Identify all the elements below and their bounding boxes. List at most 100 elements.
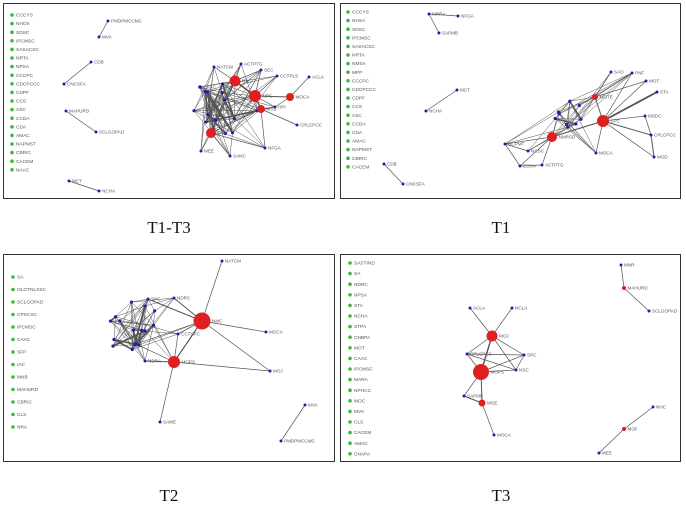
graph-node-label: NCPMT [508,142,525,147]
isolated-node [348,335,352,339]
isolated-node-label: IPCMSC [17,325,36,331]
network-graph-t3: SASTINDSANDRCNPSASTANCHASTPACNBPAMOTCAAC… [348,261,678,457]
graph-edge [147,298,155,312]
isolated-node [346,36,350,40]
graph-node [228,154,232,158]
graph-edge [551,120,604,138]
caption-t3: T3 [491,486,511,505]
isolated-node-label: CBRIC [16,150,31,156]
isolated-node [10,47,14,52]
graph-node-label: MOTE [600,95,613,100]
graph-edge [519,136,553,167]
graph-edge [602,72,633,122]
isolated-node [10,159,14,163]
graph-node [503,142,507,146]
graph-node-label: CCTSPC [181,332,201,337]
graph-node-label: SAO [614,70,624,75]
graph-node-label: NHC [656,405,667,410]
graph-edge [207,95,256,115]
graph-edge [234,110,258,119]
graph-node-label: ACLA [473,306,486,311]
graph-edge [110,320,146,362]
graph-node [140,328,144,332]
graph-node [153,309,157,313]
isolated-node [348,420,352,424]
isolated-node-label: SA [354,271,361,277]
isolated-node-label: CACEM [16,159,33,165]
graph-node [275,74,279,78]
graph-node-label: MOF [628,427,638,432]
isolated-node [348,388,352,392]
graph-node [492,433,496,437]
graph-node [597,451,601,455]
isolated-node [346,18,350,23]
graph-edge [113,339,135,345]
graph-edge [234,69,262,119]
graph-node-label: NMC [212,319,223,324]
graph-edge [201,260,223,322]
graph-edge [134,310,155,345]
graph-node [220,259,224,263]
graph-node [143,329,147,333]
graph-node-label: MEE [204,149,214,154]
graph-node-label: CNCSFA [67,82,87,87]
graph-node [206,128,216,138]
isolated-node [346,61,350,66]
graph-node [229,75,241,87]
isolated-node [11,375,15,379]
graph-edge [428,13,440,34]
graph-node-label: CDB [387,162,397,167]
graph-edge [602,91,658,122]
isolated-node-label: NHOX [16,21,31,27]
isolated-node-label: CACEM [354,430,371,436]
graph-node [94,130,98,134]
graph-edge [200,91,206,152]
graph-node-label: ECCA [523,164,537,169]
graph-edge [144,325,154,362]
isolated-node-label: CDCPCCC [16,81,41,87]
isolated-node [10,133,14,138]
graph-edge [519,164,543,167]
graph-node-label: NCLA [515,306,528,311]
isolated-node-label: CLS [354,420,363,426]
graph-node-label: SEC [264,68,274,73]
graph-edge [575,96,596,125]
graph-edge [138,344,175,363]
graph-node-label: MVA [102,35,113,40]
graph-node [172,296,176,300]
graph-node-label: MEE [602,451,612,456]
isolated-node-label: CCCYS [352,10,369,16]
isolated-node-label: AMAC [352,139,366,145]
graph-node [143,304,147,308]
graph-node-label: NATCM [225,259,241,264]
graph-edge [481,402,495,436]
graph-edge [144,325,154,332]
isolated-node [348,261,352,265]
graph-node [557,112,561,116]
isolated-node-label: STA [354,303,364,309]
graph-node-label: CPLCPCC [300,123,323,128]
graph-edge [567,126,597,154]
graph-node [212,65,216,69]
graph-node [257,105,265,113]
graph-node [192,109,196,113]
graph-edge [135,324,155,345]
graph-node [478,399,486,407]
graph-node [193,312,211,330]
graph-edge [159,361,175,423]
graph-node [97,189,101,193]
isolated-node-label: CDA [352,130,363,136]
isolated-node-label: MNB [17,375,28,381]
graph-edge [199,86,208,115]
graph-node [97,35,101,39]
graph-edge [138,298,149,346]
graph-edge [222,83,266,149]
graph-edge [207,91,231,157]
isolated-node [346,27,350,32]
graph-node-label: STA [218,131,228,136]
graph-node [198,85,202,89]
isolated-node [11,387,15,392]
graph-node-label: NFGA [461,14,475,19]
